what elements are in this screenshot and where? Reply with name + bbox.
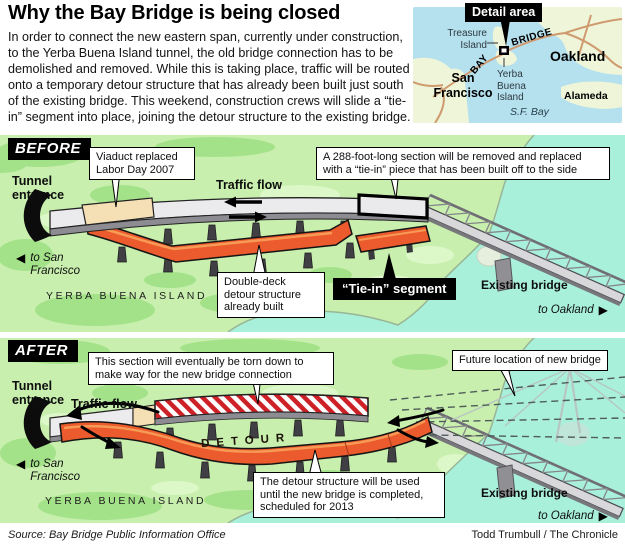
source-line: Source: Bay Bridge Public Information Of… [8,529,226,541]
credit-line: Todd Trumbull / The Chronicle [471,529,618,541]
intro-text: In order to connect the new eastern span… [8,30,411,124]
map-label-oakland: Oakland [550,48,606,64]
removed-section-callout: A 288-foot-long section will be removed … [316,147,610,180]
island-label: YERBA BUENA ISLAND [45,495,207,507]
arrow-right-icon: ▶ [598,509,608,523]
existing-truss-bridge [417,406,625,520]
arrow-left-icon: ◀ [16,251,26,265]
existing-truss-bridge [420,193,625,307]
truss-pier [496,464,516,499]
after-tag: AFTER [8,340,78,362]
map-label-sf-bay: S.F. Bay [510,106,549,118]
map-label-yerba-buena: Yerba Buena Island [497,69,526,103]
map-label-alameda: Alameda [564,90,608,102]
to-oakland: to Oakland ▶ [538,303,608,317]
to-san-francisco-label: to San Francisco [30,252,81,277]
future-bridge-dashed-lines [389,376,625,439]
detour-structure [59,415,433,466]
tunnel-entrance-label: Tunnel entrance [12,174,65,202]
map-label-san-francisco: San Francisco [433,71,493,100]
detail-area-label: Detail area [465,3,543,22]
arrow-right-icon: ▶ [598,303,608,317]
removed-section-outline [357,193,429,220]
truss-pier [494,257,514,292]
traffic-arrows [66,401,445,449]
to-san-francisco: ◀ to San Francisco [16,458,102,484]
tunnel-mouth [23,396,52,449]
to-oakland-label: to Oakland [538,304,594,316]
torn-down-callout: This section will eventually be torn dow… [88,352,334,385]
tunnel-entrance-label: Tunnel entrance [12,379,65,407]
traffic-flow-label: Traffic flow [216,178,282,192]
before-tag: BEFORE [8,138,92,160]
map-label-treasure-island: Treasure Island [447,28,487,51]
future-bridge-tower [451,367,625,446]
island-label: YERBA BUENA ISLAND [46,290,208,302]
page-title: Why the Bay Bridge is being closed [8,2,341,24]
after-panel: AFTER This section will eventually be to… [0,338,625,523]
existing-deck [49,193,429,237]
detour-callout: The detour structure will be used until … [253,472,445,518]
water [228,135,625,332]
to-oakland-label: to Oakland [538,510,594,522]
to-san-francisco-label: to San Francisco [30,458,81,483]
traffic-flow-label: Traffic flow [71,397,137,411]
tunnel-mouth [23,189,52,242]
locator-map: Detail area Treasure Island BAY BRIDGE O… [413,3,622,123]
existing-bridge-label: Existing bridge [481,486,568,500]
arrow-left-icon: ◀ [16,457,26,471]
after-diagram [0,338,625,523]
before-panel: BEFORE Viaduct replaced Labor Day 2007 T… [0,135,625,332]
double-deck-callout: Double-deck detour structure already bui… [217,272,325,318]
locator-map-graphic [413,7,622,123]
tie-in-piece [355,225,431,260]
viaduct-section [81,197,155,226]
to-san-francisco: ◀ to San Francisco [16,252,102,278]
existing-bridge-label: Existing bridge [481,278,568,292]
to-oakland: to Oakland ▶ [538,509,608,523]
tie-in-label: “Tie-in” segment [333,278,456,300]
traffic-arrows [224,196,267,223]
future-bridge-callout: Future location of new bridge [452,350,608,371]
viaduct-callout: Viaduct replaced Labor Day 2007 [89,147,195,180]
